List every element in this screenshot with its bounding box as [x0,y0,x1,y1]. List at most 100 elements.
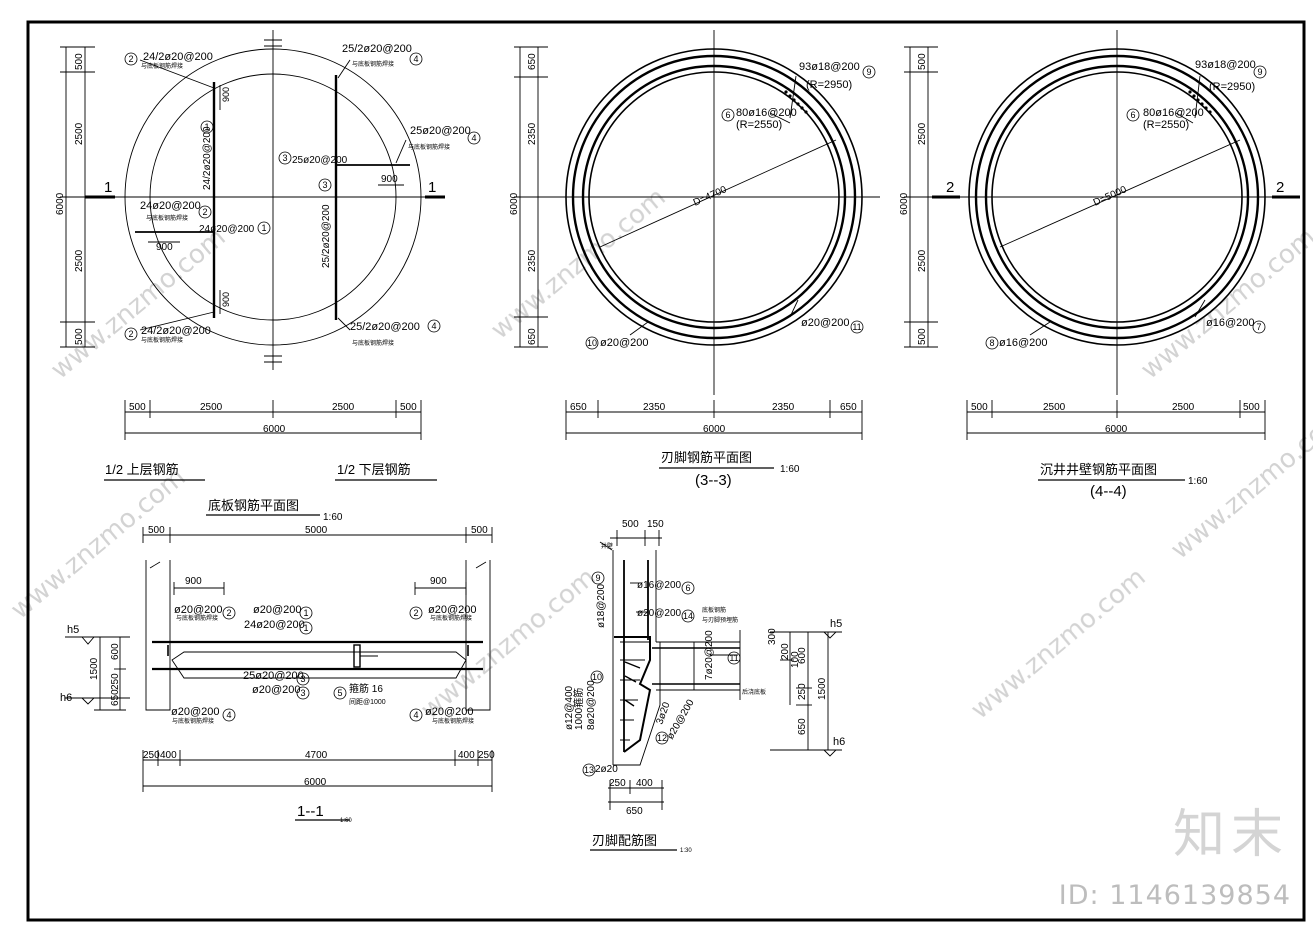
svg-text:1: 1 [303,608,308,618]
svg-text:650: 650 [626,806,643,817]
svg-text:1:60: 1:60 [780,464,800,475]
svg-text:与底板钢筋焊接: 与底板钢筋焊接 [430,614,472,622]
svg-text:8ø20@200: 8ø20@200 [586,680,597,730]
svg-text:www.znzmo.com: www.znzmo.com [5,462,191,625]
svg-text:250: 250 [609,778,626,789]
svg-text:500: 500 [622,519,639,530]
svg-text:6: 6 [1130,110,1135,120]
svg-text:9: 9 [595,573,600,583]
svg-text:1000箍筋: 1000箍筋 [572,688,585,730]
svg-text:2: 2 [202,207,207,217]
svg-text:10: 10 [587,338,597,348]
slab-plan-markers: 2 4 4 3 3 2 1 1 2 4 [124,52,481,341]
svg-text:900: 900 [381,174,398,185]
svg-text:www.znzmo.com: www.znzmo.com [1135,222,1313,385]
svg-text:井壁: 井壁 [601,542,613,550]
svg-text:与底板钢筋焊接: 与底板钢筋焊接 [432,717,474,725]
slab-section [65,527,493,792]
svg-text:2500: 2500 [74,122,85,145]
svg-text:1: 1 [428,179,436,196]
svg-text:(3--3): (3--3) [695,472,732,489]
edge-plan [514,30,880,440]
svg-text:600: 600 [797,647,808,664]
svg-text:1:60: 1:60 [323,512,343,523]
svg-text:500: 500 [148,525,165,536]
svg-text:3: 3 [322,180,327,190]
svg-text:2: 2 [128,329,133,339]
svg-text:2: 2 [946,179,954,196]
svg-text:93ø18@200: 93ø18@200 [799,61,860,73]
svg-text:9: 9 [1257,67,1262,77]
svg-text:6: 6 [685,583,690,593]
svg-text:底板钢筋: 底板钢筋 [702,606,726,614]
svg-text:h5: h5 [67,624,79,636]
svg-text:900: 900 [430,576,447,587]
svg-text:6000: 6000 [899,192,910,215]
svg-text:箍筋 16: 箍筋 16 [349,682,383,695]
svg-text:25/2ø20@200: 25/2ø20@200 [350,321,420,333]
svg-text:900: 900 [221,87,231,102]
svg-text:500: 500 [1243,402,1260,413]
svg-text:900: 900 [156,242,173,253]
svg-text:ø20@200: ø20@200 [171,706,219,718]
svg-text:ø12@400: ø12@400 [564,685,575,730]
svg-text:与底板钢筋焊接: 与底板钢筋焊接 [141,336,183,344]
svg-text:1500: 1500 [817,677,828,700]
svg-text:ø16@200: ø16@200 [637,580,682,591]
svg-text:(R=2950): (R=2950) [806,79,852,91]
svg-text:4: 4 [413,710,418,720]
slab-plan-labels: 24/2ø20@200 与底板钢筋焊接 25/2ø20@200 与底板钢筋焊接 … [55,43,471,435]
svg-text:12: 12 [657,733,667,743]
svg-text:2350: 2350 [527,249,538,272]
svg-text:与底板钢筋焊接: 与底板钢筋焊接 [146,214,188,222]
wall-plan-markers: 9 6 7 8 [985,65,1267,350]
edge-plan-dots [784,90,808,114]
svg-text:ø20@200: ø20@200 [253,604,301,616]
svg-text:100: 100 [790,651,801,668]
svg-text:与底板钢筋焊接: 与底板钢筋焊接 [176,614,218,622]
svg-text:h6: h6 [833,736,845,748]
svg-text:11: 11 [852,322,861,332]
svg-text:93ø18@200: 93ø18@200 [1195,59,1256,71]
svg-text:600: 600 [110,643,121,660]
svg-text:6: 6 [725,110,730,120]
svg-text:24ø20@200: 24ø20@200 [244,619,305,631]
svg-text:ø20@200: ø20@200 [425,706,473,718]
svg-text:250: 250 [478,750,495,761]
svg-text:650: 650 [527,328,538,345]
svg-text:(R=2950): (R=2950) [1209,81,1255,93]
svg-text:25ø20@200: 25ø20@200 [410,125,471,137]
svg-text:h6: h6 [60,692,72,704]
svg-text:ø20@200: ø20@200 [252,684,300,696]
svg-text:与刃脚预埋筋: 与刃脚预埋筋 [702,616,738,624]
svg-text:1: 1 [204,122,209,132]
svg-text:3: 3 [300,688,305,698]
svg-text:500: 500 [917,53,928,70]
wall-plan [904,30,1300,440]
svg-text:1:60: 1:60 [1188,476,1208,487]
svg-text:5000: 5000 [305,525,328,536]
svg-text:500: 500 [971,402,988,413]
svg-text:2: 2 [226,608,231,618]
svg-text:650: 650 [570,402,587,413]
svg-text:刃脚钢筋平面图: 刃脚钢筋平面图 [661,450,752,465]
svg-text:2500: 2500 [917,249,928,272]
svg-text:250: 250 [797,683,808,700]
svg-text:www.znzmo.com: www.znzmo.com [45,222,231,385]
svg-text:ø18@200: ø18@200 [596,583,607,628]
svg-text:200: 200 [780,643,791,660]
svg-text:650: 650 [110,689,121,706]
svg-text:250: 250 [110,673,121,690]
svg-text:6000: 6000 [55,192,66,215]
slab-plan [60,30,445,440]
svg-text:500: 500 [74,53,85,70]
svg-text:2500: 2500 [1172,402,1195,413]
svg-text:3: 3 [300,674,305,684]
svg-text:4: 4 [413,54,418,64]
svg-text:2: 2 [413,608,418,618]
svg-text:1:30: 1:30 [680,848,692,854]
svg-text:500: 500 [917,328,928,345]
svg-text:1/2 下层钢筋: 1/2 下层钢筋 [337,462,411,477]
svg-text:250: 250 [143,750,160,761]
svg-text:400: 400 [160,750,177,761]
